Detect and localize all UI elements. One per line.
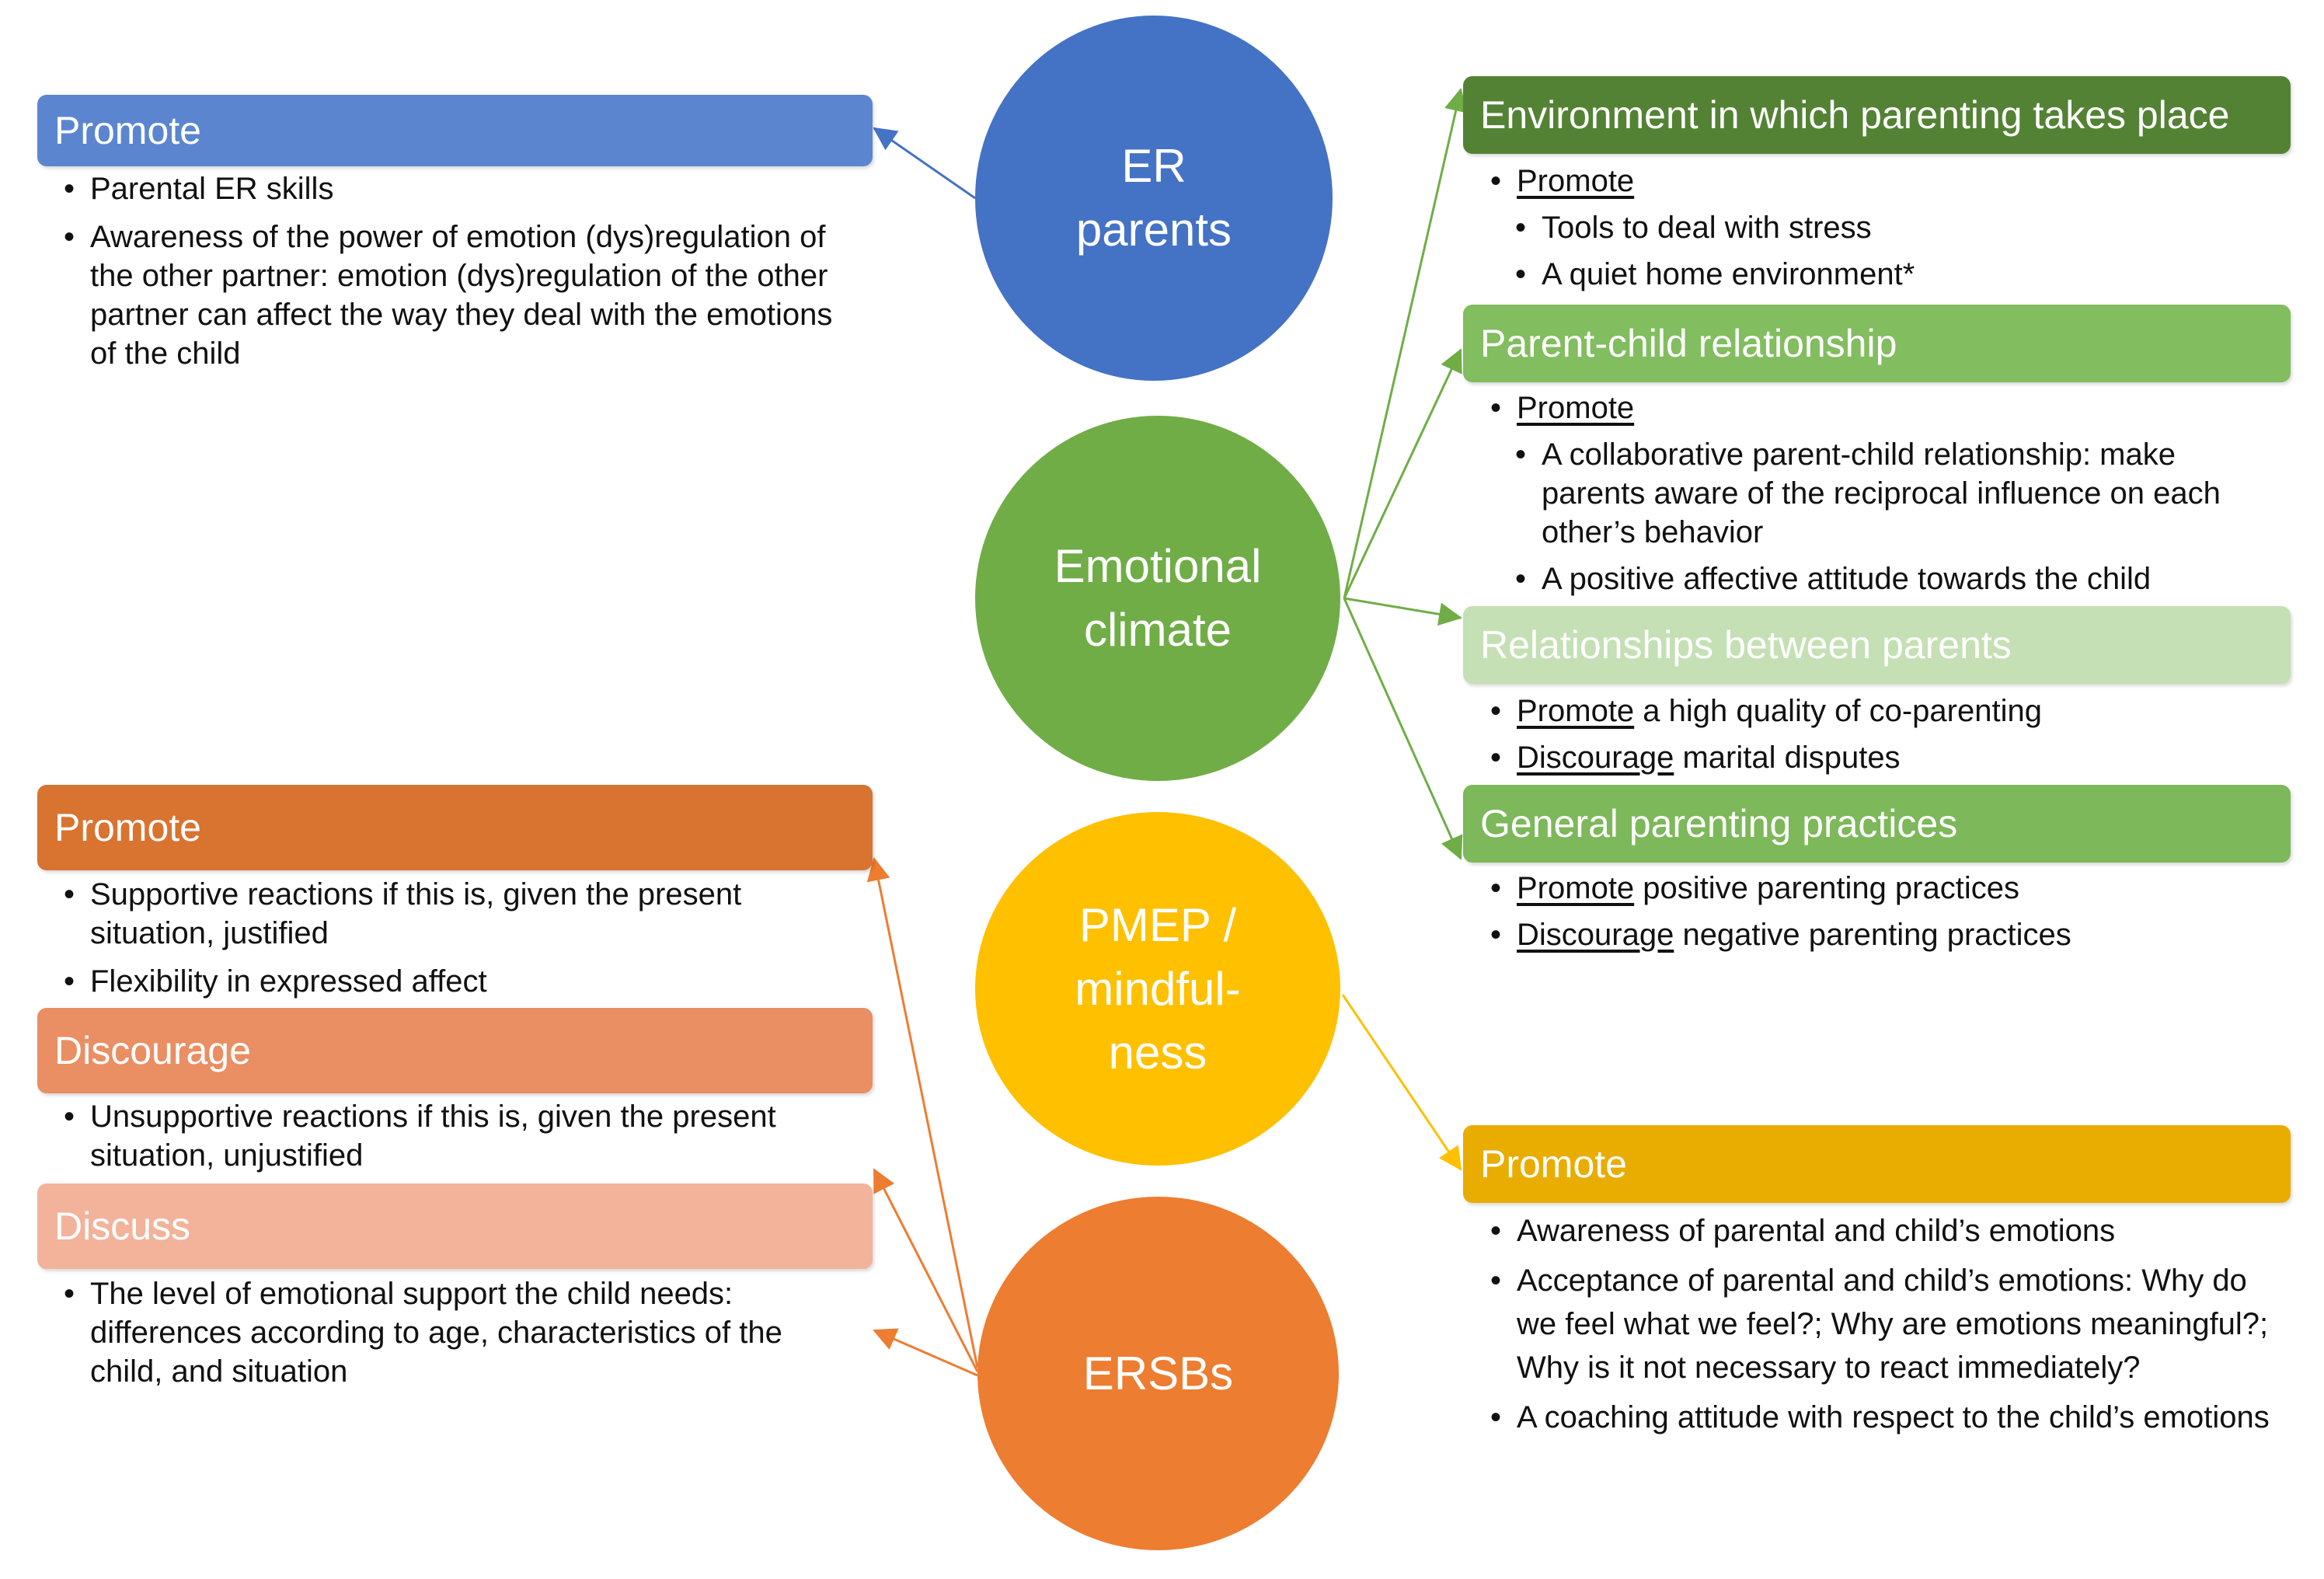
between-parents-header: Relationships between parents bbox=[1463, 606, 2291, 684]
arrow-climate-between-parents bbox=[1343, 597, 1462, 626]
ersbs-discuss-header: Discuss bbox=[37, 1183, 873, 1269]
list-item: Awareness of the power of emotion (dys)r… bbox=[64, 218, 841, 373]
list-item: Promote bbox=[1490, 162, 2283, 200]
parent-child-list: Promote A collaborative parent-child rel… bbox=[1490, 389, 2275, 598]
arrow-climate-parent-child bbox=[1343, 348, 1462, 599]
ersbs-line1: ERSBs bbox=[1082, 1347, 1234, 1399]
ersbs-promote-list: Supportive reactions if this is, given t… bbox=[64, 875, 825, 1001]
general-practices-list: Promote positive parenting practices Dis… bbox=[1490, 869, 2283, 954]
general-practices-header: General parenting practices bbox=[1463, 785, 2291, 863]
ersbs-discourage-list: Unsupportive reactions if this is, given… bbox=[64, 1097, 825, 1175]
list-item: A positive affective attitude towards th… bbox=[1515, 559, 2275, 598]
ersbs-promote-header: Promote bbox=[37, 785, 873, 870]
arrow-ersbs-discuss bbox=[873, 1168, 979, 1372]
list-item: Acceptance of parental and child’s emoti… bbox=[1490, 1259, 2283, 1389]
environment-list: Promote Tools to deal with stress A quie… bbox=[1490, 162, 2283, 294]
list-item: Discourage negative parenting practices bbox=[1490, 915, 2283, 954]
pmep-promote-header-text: Promote bbox=[1480, 1142, 1627, 1186]
list-item: A quiet home environment* bbox=[1515, 255, 2283, 294]
arrow-climate-general bbox=[1343, 598, 1463, 860]
er-parents-line2: parents bbox=[1075, 204, 1232, 256]
pmep-promote-list: Awareness of parental and child’s emotio… bbox=[1490, 1209, 2283, 1439]
pmep-promote-header: Promote bbox=[1463, 1125, 2291, 1203]
ersbs-promote-header-text: Promote bbox=[54, 806, 201, 849]
list-item: A collaborative parent-child relationshi… bbox=[1515, 435, 2275, 552]
er-promote-list: Parental ER skills Awareness of the powe… bbox=[64, 169, 841, 373]
ersbs-discourage-header-text: Discourage bbox=[54, 1029, 251, 1072]
pmep-line3: ness bbox=[1108, 1026, 1207, 1079]
er-promote-header: Promote bbox=[37, 95, 873, 166]
er-promote-header-text: Promote bbox=[54, 109, 201, 152]
pmep-line2: mindful- bbox=[1075, 962, 1241, 1015]
ersbs-discuss-list: The level of emotional support the child… bbox=[64, 1274, 825, 1391]
parent-child-header-text: Parent-child relationship bbox=[1480, 322, 1897, 365]
list-item: Tools to deal with stress bbox=[1515, 208, 2283, 247]
list-item: Promote a high quality of co-parenting bbox=[1490, 692, 2283, 730]
er-parents-circle: ER parents bbox=[975, 16, 1333, 381]
emotional-climate-line1: Emotional bbox=[1054, 540, 1262, 592]
environment-header: Environment in which parenting takes pla… bbox=[1463, 76, 2291, 154]
list-item: Promote bbox=[1490, 389, 2275, 427]
environment-header-text: Environment in which parenting takes pla… bbox=[1480, 93, 2230, 137]
list-item: Parental ER skills bbox=[64, 169, 841, 208]
between-parents-header-text: Relationships between parents bbox=[1480, 623, 2012, 667]
arrow-climate-environment bbox=[1343, 88, 1468, 599]
ersbs-discourage-header: Discourage bbox=[37, 1008, 873, 1093]
list-item: Promote positive parenting practices bbox=[1490, 869, 2283, 908]
list-item: Unsupportive reactions if this is, given… bbox=[64, 1097, 825, 1175]
ersbs-discuss-header-text: Discuss bbox=[54, 1204, 191, 1248]
arrow-ersbs-promote bbox=[866, 857, 979, 1368]
arrow-pmep-promote bbox=[1341, 994, 1462, 1171]
pmep-circle: PMEP / mindful- ness bbox=[975, 812, 1340, 1166]
list-item: A coaching attitude with respect to the … bbox=[1490, 1396, 2283, 1439]
emotional-climate-circle: Emotional climate bbox=[975, 416, 1340, 781]
ersbs-circle: ERSBs bbox=[977, 1197, 1339, 1550]
list-item: Discourage marital disputes bbox=[1490, 738, 2283, 777]
er-parents-line1: ER bbox=[1121, 140, 1186, 192]
pmep-line1: PMEP / bbox=[1078, 898, 1237, 951]
list-item: The level of emotional support the child… bbox=[64, 1274, 825, 1391]
list-item: Awareness of parental and child’s emotio… bbox=[1490, 1209, 2283, 1253]
between-parents-list: Promote a high quality of co-parenting D… bbox=[1490, 692, 2283, 777]
emotional-climate-line2: climate bbox=[1083, 604, 1232, 656]
arrow-ersbs-discuss-text bbox=[873, 1328, 978, 1377]
list-item: Supportive reactions if this is, given t… bbox=[64, 875, 825, 953]
arrow-er-promote bbox=[873, 127, 976, 200]
general-practices-header-text: General parenting practices bbox=[1480, 802, 1958, 845]
parent-child-header: Parent-child relationship bbox=[1463, 305, 2291, 382]
list-item: Flexibility in expressed affect bbox=[64, 962, 825, 1001]
